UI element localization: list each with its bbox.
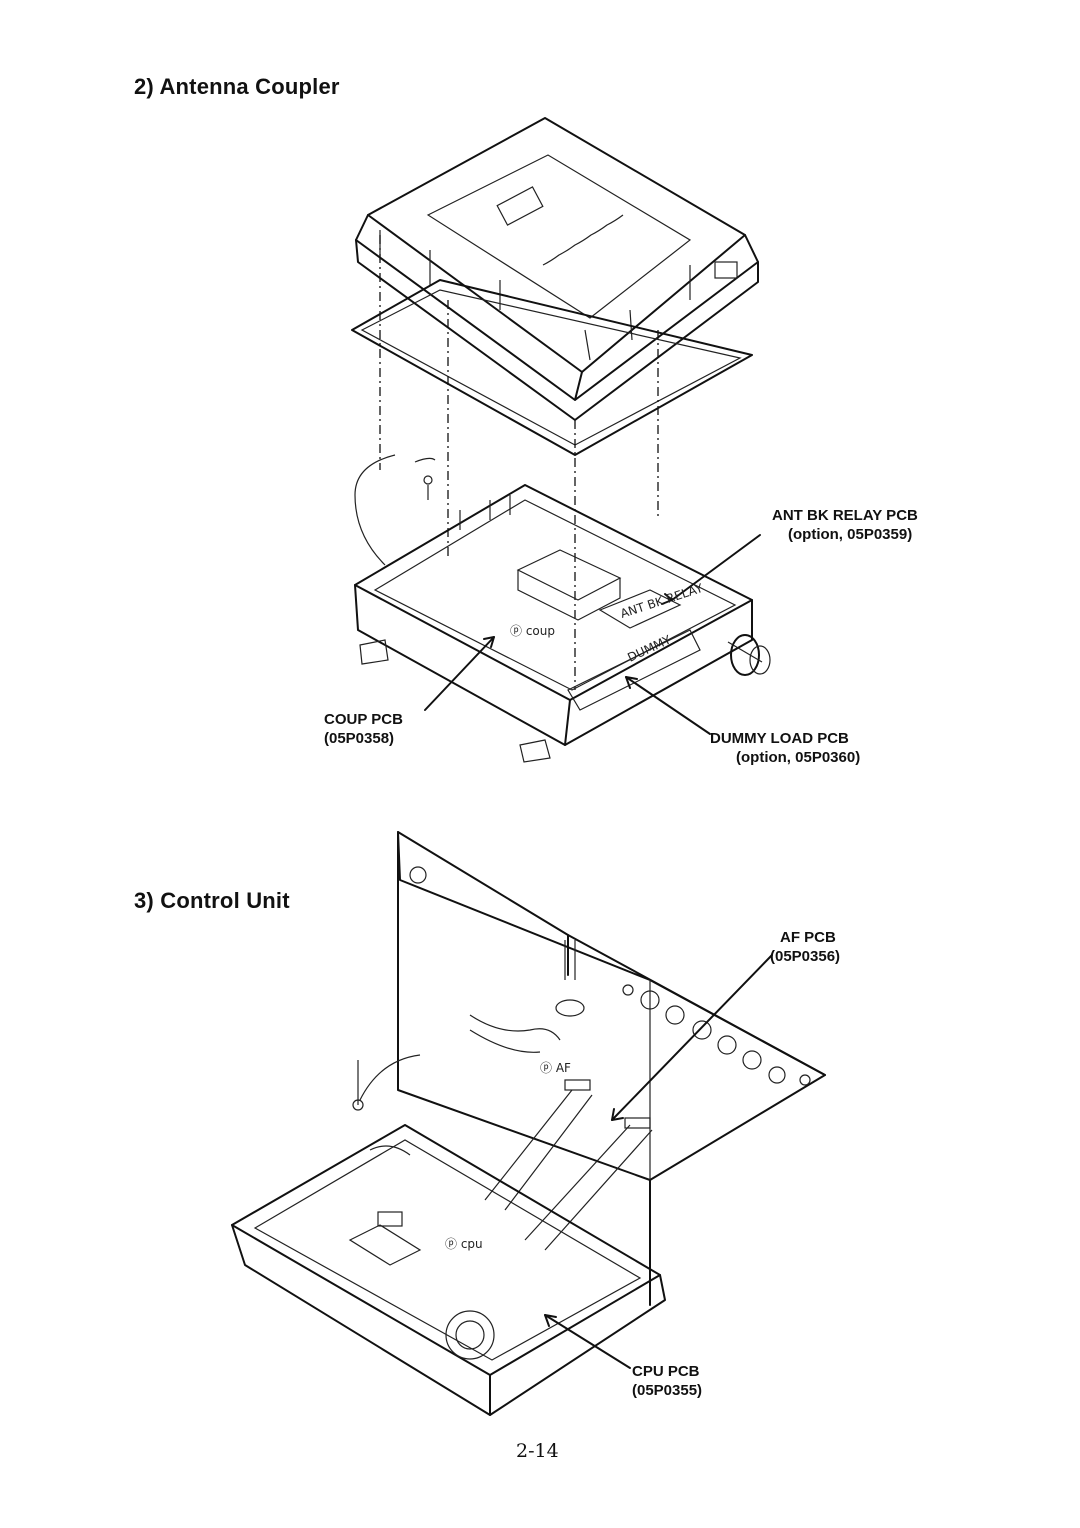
hand-label-coup: ⓟ coup xyxy=(510,624,555,638)
page-number: 2-14 xyxy=(516,1440,559,1462)
callout-af-pcb: AF PCB (05P0356) xyxy=(770,928,840,966)
coupler-gasket-drawing xyxy=(351,279,753,456)
callout-detail: (05P0358) xyxy=(324,730,395,747)
alignment-lines xyxy=(379,235,659,690)
callout-detail: (05P0356) xyxy=(770,948,841,965)
callout-name: CPU PCB xyxy=(632,1363,700,1380)
coupler-case-drawing xyxy=(354,454,771,763)
control-leader-lines xyxy=(544,954,773,1369)
coupler-leader-lines xyxy=(424,534,761,735)
callout-name: ANT BK RELAY PCB xyxy=(772,507,918,524)
callout-name: DUMMY LOAD PCB xyxy=(710,730,849,747)
hand-label-dummy: DUMMY xyxy=(625,632,673,664)
section-heading-control-unit: 3) Control Unit xyxy=(134,888,290,913)
callout-detail: (option, 05P0360) xyxy=(736,749,861,766)
coupler-cover-drawing xyxy=(355,117,759,421)
control-front-panel-drawing xyxy=(231,1124,666,1416)
section-heading-antenna-coupler: 2) Antenna Coupler xyxy=(134,74,340,99)
hand-label-af: ⓟ AF xyxy=(540,1061,571,1075)
hand-label-cpu: ⓟ cpu xyxy=(445,1237,483,1251)
callout-name: COUP PCB xyxy=(324,711,403,728)
hand-label-ant-bk: ANT BK RELAY xyxy=(619,581,706,621)
callout-coup-pcb: COUP PCB (05P0358) xyxy=(324,710,403,748)
callout-ant-bk-relay-pcb: ANT BK RELAY PCB (option, 05P0359) xyxy=(772,506,918,544)
control-rear-case-drawing xyxy=(352,831,826,1306)
callout-name: AF PCB xyxy=(780,929,836,946)
callout-cpu-pcb: CPU PCB (05P0355) xyxy=(632,1362,702,1400)
callout-detail: (05P0355) xyxy=(632,1382,703,1399)
callout-detail: (option, 05P0359) xyxy=(788,526,913,543)
callout-dummy-load-pcb: DUMMY LOAD PCB (option, 05P0360) xyxy=(710,729,860,767)
